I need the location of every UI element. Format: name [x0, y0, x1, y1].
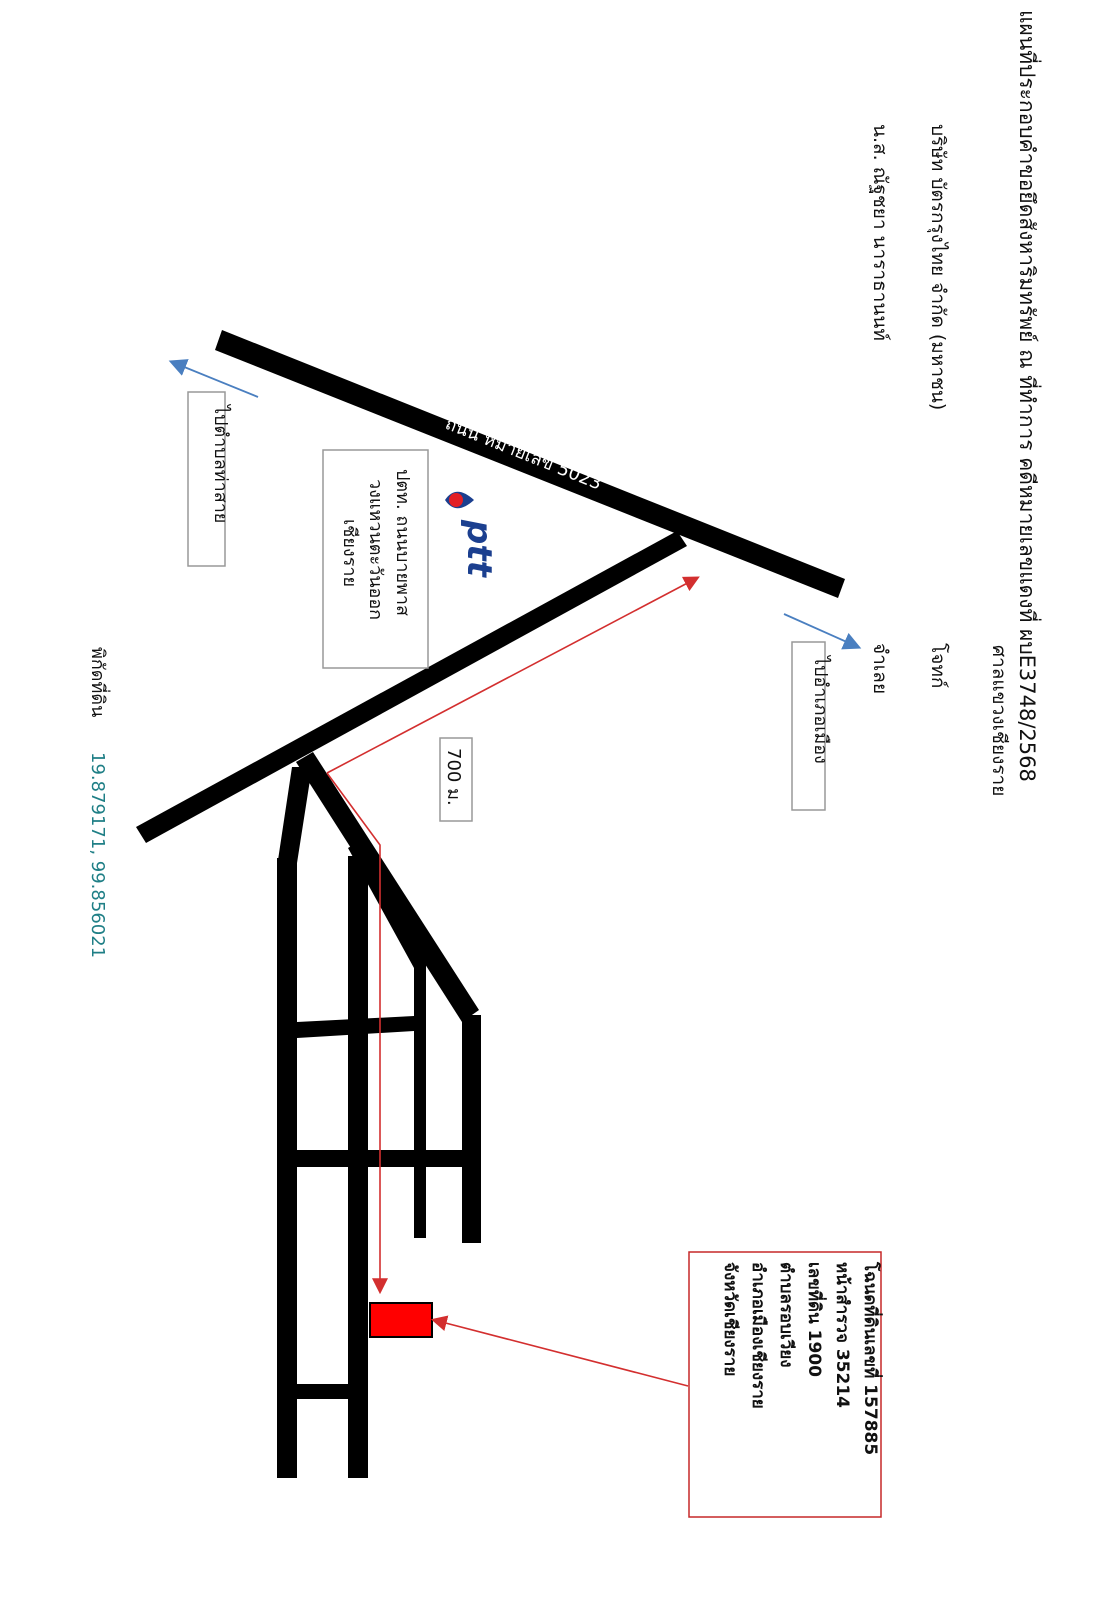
distance-box — [439, 737, 473, 822]
property-survey-page: หน้าสำรวจ 35214 — [832, 1262, 852, 1408]
court-name: ศาลแขวงเชียงราย — [988, 645, 1010, 796]
property-subdistrict: ตำบลรอบเวียง — [776, 1262, 797, 1368]
main-road — [215, 330, 845, 598]
defendant-role: จำเลย — [869, 643, 891, 694]
header-title: แผนที่ประกอบคำขอยึดสังหาริมทรัพย์ ณ ที่ท… — [1015, 10, 1042, 782]
ptt-logo-text: ptt — [459, 519, 499, 579]
target-plot — [369, 1302, 433, 1338]
property-info-box — [688, 1251, 882, 1518]
ptt-box — [322, 449, 429, 669]
direction-arrow-left — [168, 359, 259, 398]
direction-arrow-right — [783, 613, 862, 650]
property-pointer — [430, 1315, 689, 1387]
plaintiff-name: บริษัท บัตรกรุงไทย จำกัด (มหาชน) — [926, 124, 949, 410]
defendant-name: น.ส. ณัฐชยา นาราธานนท์ — [869, 124, 891, 341]
property-province: จังหวัดเชียงราย — [720, 1262, 741, 1376]
property-district: อำเภอเมืองเชียงราย — [748, 1262, 769, 1409]
ptt-station-line1: ปตท. ถนนบายพาส — [392, 469, 413, 616]
plaintiff-role: โจทก์ — [927, 643, 950, 688]
soi-left-diagonal — [278, 767, 312, 863]
ptt-station-line3: เชียงราย — [339, 519, 360, 587]
route-line — [326, 772, 388, 1295]
distance-label: 700 ม. — [443, 748, 464, 806]
ptt-logo-icon — [445, 491, 474, 509]
property-deed-no: โฉนดที่ดินเลขที่ 157885 — [860, 1261, 883, 1455]
soi-middle-diagonal — [348, 838, 430, 968]
cross-lane-3 — [297, 1384, 348, 1399]
lane-vertical-3 — [414, 958, 426, 1238]
ptt-station-line2: วงแหวนตะวันออก — [365, 479, 386, 620]
lane-vertical-1 — [277, 858, 297, 1478]
road-label: ถนน หมายเลข 5023 — [442, 413, 605, 494]
direction-left-box — [187, 391, 226, 567]
lane-vertical-4 — [462, 1015, 481, 1243]
branch-road — [136, 531, 687, 843]
direction-left-label: ไปตำบลท่าสาย — [210, 403, 232, 523]
direction-right-box — [791, 641, 826, 811]
property-land-no: เลขที่ดิน 1900 — [804, 1262, 827, 1377]
direction-right-label: ไปอำเภอเมือง — [810, 654, 832, 764]
coordinates-label: พิกัดที่ดิน — [87, 647, 111, 717]
coordinates-value: 19.879171, 99.856021 — [87, 752, 108, 958]
cross-lane-1 — [297, 1016, 414, 1038]
route-line-to-road — [326, 576, 700, 774]
